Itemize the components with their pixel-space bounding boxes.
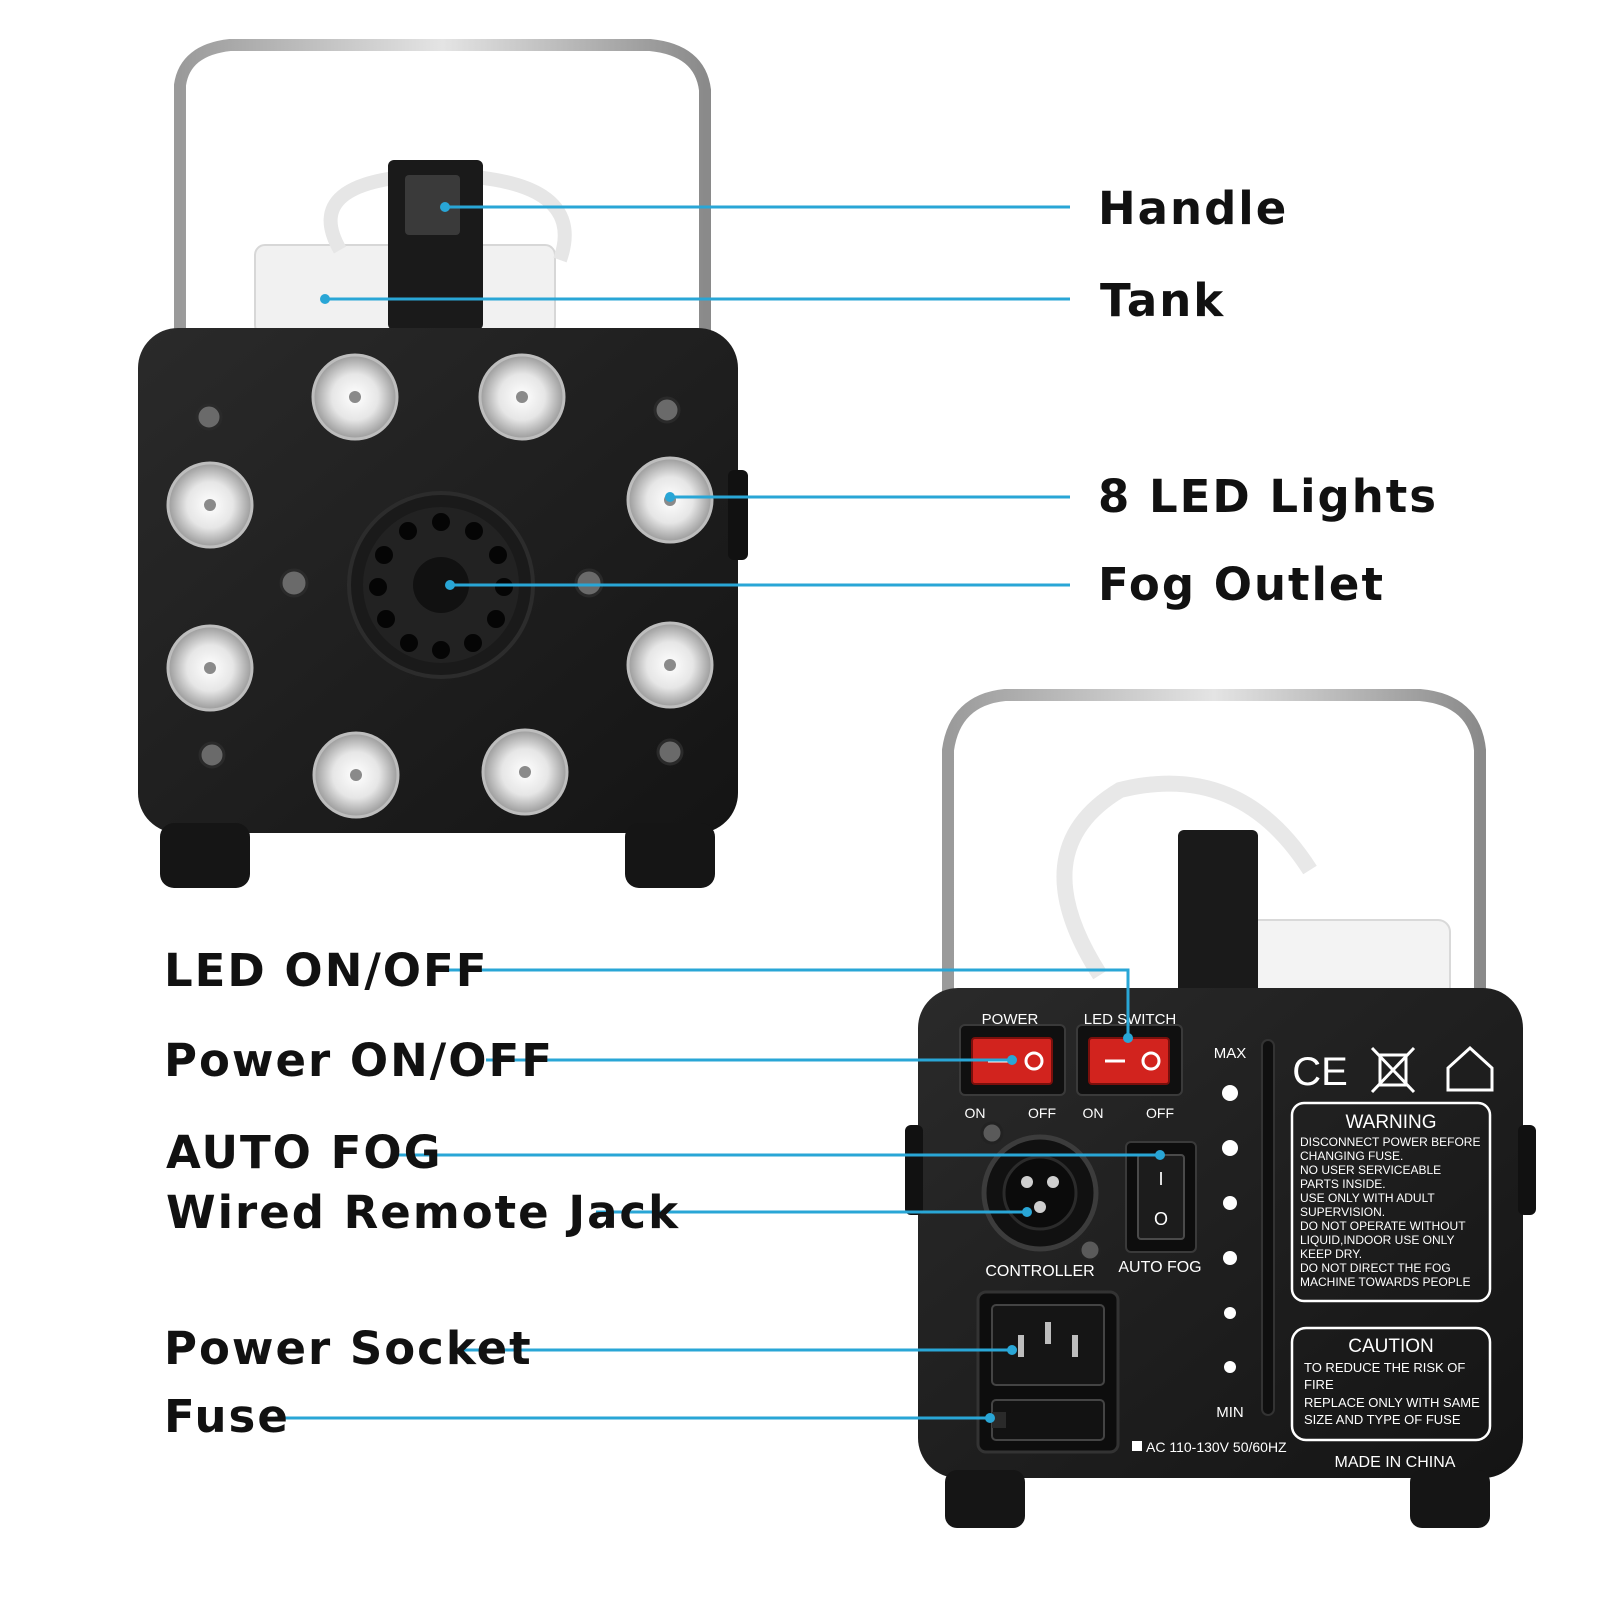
indoor-house-icon: [1446, 1045, 1494, 1092]
level-dots: [1222, 1085, 1238, 1373]
led-switch-label: LED SWITCH: [1084, 1011, 1177, 1028]
caution-line: REPLACE ONLY WITH SAME: [1304, 1395, 1480, 1410]
voltage-checkbox: [1132, 1441, 1142, 1451]
warning-line: NO USER SERVICEABLE: [1300, 1163, 1441, 1177]
led-off-label: OFF: [1146, 1105, 1174, 1121]
screw: [1078, 1238, 1102, 1262]
power-socket[interactable]: [991, 1304, 1105, 1386]
led-on-label: ON: [1083, 1105, 1104, 1121]
voltage-label: AC 110-130V 50/60HZ: [1146, 1439, 1287, 1455]
auto-fog-switch-i: I: [1158, 1169, 1163, 1189]
controller-label: CONTROLLER: [985, 1263, 1094, 1280]
callout-handle: Handle: [1098, 182, 1289, 235]
caution-box: [1290, 1326, 1492, 1442]
made-in-label: MADE IN CHINA: [1335, 1454, 1456, 1471]
fuse-tab: [992, 1412, 1006, 1428]
warning-line: KEEP DRY.: [1300, 1247, 1362, 1261]
auto-fog-switch-o: O: [1154, 1209, 1168, 1229]
warning-line: CHANGING FUSE.: [1300, 1149, 1403, 1163]
power-on-label: ON: [965, 1105, 986, 1121]
fuse-holder[interactable]: [991, 1399, 1105, 1441]
caution-line: TO REDUCE THE RISK OF: [1304, 1360, 1465, 1375]
warning-line: MACHINE TOWARDS PEOPLE: [1300, 1275, 1470, 1289]
callout-tank: Tank: [1100, 274, 1226, 327]
socket-pins: [1018, 1322, 1078, 1357]
front-handle-slot: [405, 175, 460, 235]
fog-level-slider[interactable]: [1261, 1039, 1275, 1416]
warning-title: WARNING: [1345, 1112, 1436, 1133]
warning-line: DO NOT OPERATE WITHOUT: [1300, 1219, 1466, 1233]
front-screws: [195, 396, 684, 769]
front-bracket: [174, 39, 711, 340]
warning-line: PARTS INSIDE.: [1300, 1177, 1386, 1191]
screw: [980, 1121, 1004, 1145]
front-side-knob: [728, 470, 748, 560]
callout-power-socket: Power Socket: [164, 1322, 533, 1375]
warning-line: SUPERVISION.: [1300, 1205, 1385, 1219]
warning-line: DO NOT DIRECT THE FOG: [1300, 1261, 1451, 1275]
rear-handle: [1178, 830, 1258, 1000]
power-off-label: OFF: [1028, 1105, 1056, 1121]
rear-side-knob-left: [905, 1125, 923, 1215]
max-label: MAX: [1214, 1045, 1247, 1062]
leader-dots: [320, 202, 1165, 1423]
front-foot-left: [160, 823, 250, 888]
fog-outlet: [347, 491, 535, 679]
front-foot-right: [625, 823, 715, 888]
led-switch[interactable]: [1088, 1037, 1170, 1085]
caution-title: CAUTION: [1348, 1336, 1434, 1357]
power-switch-ring: [1024, 1051, 1044, 1071]
auto-fog-panel-label: AUTO FOG: [1118, 1259, 1201, 1276]
warning-line: LIQUID,INDOOR USE ONLY: [1300, 1233, 1454, 1247]
ce-mark-icon: CE: [1292, 1050, 1348, 1094]
front-view: [138, 39, 748, 888]
warning-line: USE ONLY WITH ADULT: [1300, 1191, 1435, 1205]
min-label: MIN: [1216, 1404, 1244, 1421]
led-switch-ring: [1141, 1051, 1161, 1071]
leader-lines: [275, 205, 1160, 1420]
rear-foot-left: [945, 1470, 1025, 1528]
rear-side-knob-right: [1518, 1125, 1536, 1215]
power-label: POWER: [982, 1011, 1039, 1028]
warning-box: [1290, 1101, 1492, 1303]
rear-tube: [1056, 775, 1317, 980]
callout-led-onoff: LED ON/OFF: [164, 944, 489, 997]
caution-line: SIZE AND TYPE OF FUSE: [1304, 1412, 1461, 1427]
controller-jack-inner: [1002, 1155, 1078, 1231]
callout-auto-fog: AUTO FOG: [166, 1126, 443, 1179]
caution-line: FIRE: [1304, 1377, 1334, 1392]
rear-view: POWER LED SWITCH ON OFF ON OFF CONTROLLE…: [905, 689, 1536, 1528]
warning-lines: DISCONNECT POWER BEFORE CHANGING FUSE. N…: [1300, 1135, 1480, 1289]
callout-led-lights: 8 LED Lights: [1098, 470, 1439, 523]
callout-power-onoff: Power ON/OFF: [164, 1034, 554, 1087]
jack-pins: [1021, 1176, 1059, 1213]
callout-fuse: Fuse: [164, 1390, 290, 1443]
rear-bracket: [942, 689, 1486, 1005]
leader-led-onoff: [440, 968, 1130, 1038]
callout-wired-remote: Wired Remote Jack: [166, 1186, 681, 1239]
rear-foot-right: [1410, 1470, 1490, 1528]
led-centers: [204, 391, 676, 781]
weee-bin-icon: [1370, 1046, 1416, 1094]
callout-fog-outlet: Fog Outlet: [1098, 558, 1385, 611]
warning-line: DISCONNECT POWER BEFORE: [1300, 1135, 1480, 1149]
